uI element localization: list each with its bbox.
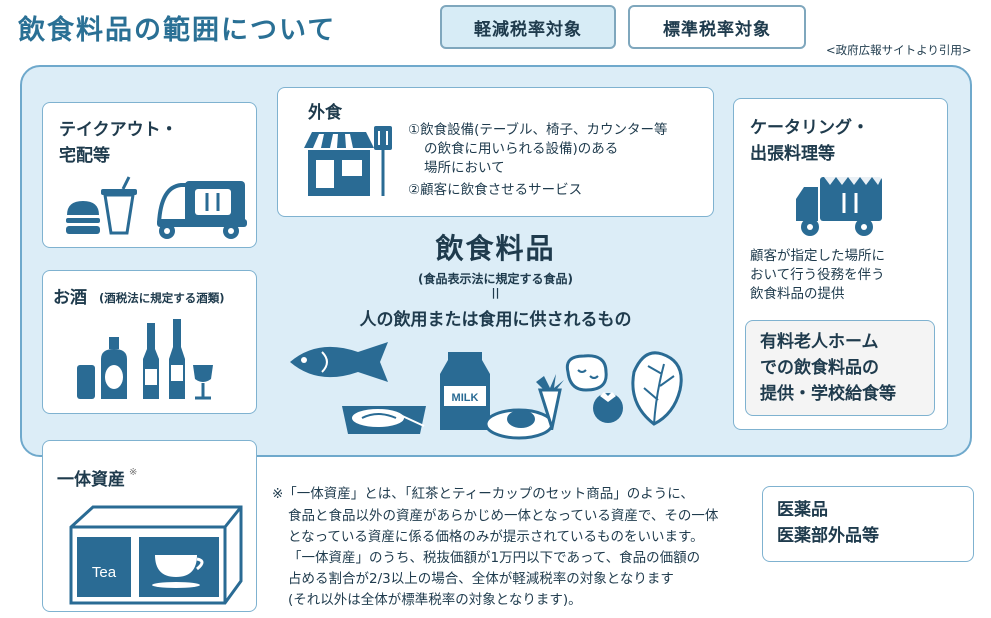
nursing-home-line3: 提供・学校給食等 (760, 384, 896, 404)
eat-in-condition-2: ②顧客に飲食させるサービス (408, 182, 583, 198)
milk-label: MILK (452, 392, 479, 404)
nursing-home-card: 有料老人ホーム での飲食料品の 提供・学校給食等 (745, 320, 935, 416)
eat-in-condition-1-line3: 場所において (424, 160, 505, 176)
takeout-card: テイクアウト・ 宅配等 (42, 102, 257, 248)
catering-desc-line2: おいて行う役務を伴う (750, 267, 885, 283)
takeout-title-line1: テイクアウト・ (59, 120, 178, 140)
tea-gift-set-icon: Tea (69, 505, 243, 605)
eat-in-condition-1-line2: の飲食に用いられる設備)のある (424, 141, 619, 157)
food-title: 飲食料品 (435, 232, 556, 265)
food-equals-mark: || (491, 286, 500, 299)
restaurant-icon (304, 126, 392, 196)
fish-icon (290, 342, 388, 382)
footnote-line1: ※「一体資産」とは、「紅茶とティーカップのセット商品」のように、 (272, 486, 694, 502)
food-subtitle: (食品表示法に規定する食品) (418, 272, 573, 286)
spinach-icon (631, 351, 683, 426)
tea-label: Tea (92, 564, 117, 581)
meat-tray-icon (342, 406, 426, 434)
catering-desc-line3: 飲食料品の提供 (750, 286, 845, 302)
source-note: <政府広報サイトより引用> (826, 43, 972, 57)
alcohol-note: (酒税法に規定する酒類) (99, 291, 225, 305)
catering-title-line2: 出張料理等 (750, 144, 835, 164)
nursing-home-line1: 有料老人ホーム (760, 332, 879, 352)
eat-in-title: 外食 (308, 103, 342, 123)
bundled-asset-card: 一体資産 ※ Tea (42, 440, 257, 612)
fried-egg-icon (484, 408, 554, 440)
takeout-title-line2: 宅配等 (59, 146, 110, 166)
bundled-asset-note-mark: ※ (129, 467, 138, 478)
footnote-line3: となっている資産に係る価格のみが提示されているものをいいます。 (288, 529, 704, 545)
bundled-asset-title: 一体資産 (57, 470, 125, 490)
reduced-rate-legend: 軽減税率対象 (440, 5, 616, 49)
medicine-line1: 医薬品 (777, 500, 828, 520)
alcohol-title: お酒 (53, 288, 87, 308)
footnote-line6: (それ以外は全体が標準税率の対象となります)。 (288, 592, 582, 608)
footnote-line5: 占める割合が2/3以上の場合、全体が軽減税率の対象となります (288, 571, 674, 587)
standard-rate-legend: 標準税率対象 (628, 5, 806, 49)
medicine-card: 医薬品 医薬部外品等 (762, 486, 974, 562)
alcohol-bottles-icon (77, 319, 213, 400)
catering-title-line1: ケータリング・ (750, 118, 869, 138)
medicine-line2: 医薬部外品等 (777, 526, 879, 546)
catering-desc-line1: 顧客が指定した場所に (750, 248, 885, 264)
footnote-line4: 「一体資産」のうち、税抜価額が1万円以下であって、食品の価額の (288, 550, 701, 566)
potato-icon (565, 354, 608, 392)
food-definition: 人の飲用または食用に供されるもの (359, 310, 632, 330)
nursing-home-line2: での飲食料品の (760, 358, 879, 378)
eat-in-condition-1-line1: ①飲食設備(テーブル、椅子、カウンター等 (408, 122, 668, 138)
milk-carton-icon: MILK (440, 352, 490, 430)
footnote-line2: 食品と食品以外の資産があらかじめ一体となっている資産で、その一体 (288, 508, 719, 524)
eat-in-card: 外食 ①飲食設備(テーブル、椅子、カウンター等 の飲食に用いられる設備)のある … (277, 87, 714, 217)
carrot-icon (536, 374, 564, 430)
alcohol-card: お酒 (酒税法に規定する酒類) (42, 270, 257, 414)
burger-drink-scooter-icon (66, 176, 247, 239)
catering-truck-icon (796, 177, 882, 236)
page-title: 飲食料品の範囲について (18, 15, 337, 46)
tomato-icon (593, 392, 623, 423)
